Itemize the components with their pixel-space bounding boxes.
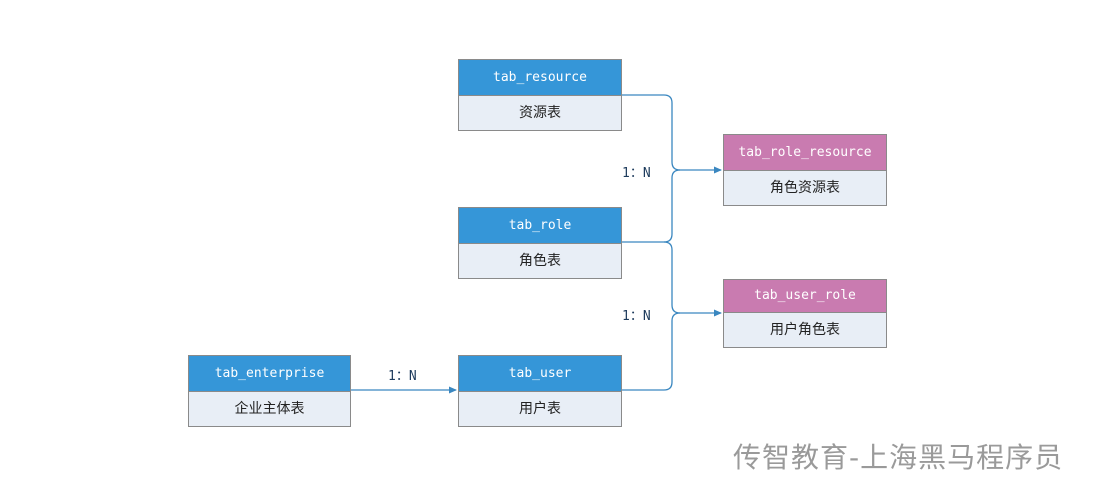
- entity-tab-enterprise-desc: 企业主体表: [234, 401, 305, 417]
- entity-tab-resource[interactable]: tab_resource 资源表: [458, 59, 622, 131]
- relation-label-enterprise-user: 1：N: [388, 369, 417, 384]
- relation-label-user-role: 1：N: [622, 309, 651, 324]
- connector-resource-to-role-resource: [621, 94, 722, 174]
- connector-role-to-user-role: [663, 241, 722, 317]
- entity-tab-enterprise-name: tab_enterprise: [189, 356, 350, 392]
- entity-tab-role-resource-name: tab_role_resource: [724, 135, 886, 171]
- entity-tab-user-role[interactable]: tab_user_role 用户角色表: [723, 279, 887, 348]
- connector-role-to-role-resource: [621, 169, 681, 243]
- entity-tab-user-role-name: tab_user_role: [724, 280, 886, 313]
- entity-tab-user-role-desc: 用户角色表: [770, 322, 840, 338]
- relation-label-role-resource: 1：N: [622, 166, 651, 181]
- entity-tab-resource-desc: 资源表: [519, 105, 561, 121]
- entity-tab-role[interactable]: tab_role 角色表: [458, 207, 622, 279]
- entity-tab-enterprise[interactable]: tab_enterprise 企业主体表: [188, 355, 351, 427]
- connector-user-to-user-role: [621, 312, 681, 391]
- entity-tab-resource-name: tab_resource: [459, 60, 621, 96]
- watermark-text: 传智教育-上海黑马程序员: [733, 441, 1064, 474]
- entity-tab-user-name: tab_user: [459, 356, 621, 392]
- entity-tab-role-resource[interactable]: tab_role_resource 角色资源表: [723, 134, 887, 206]
- entity-tab-user[interactable]: tab_user 用户表: [458, 355, 622, 427]
- entity-tab-role-resource-desc: 角色资源表: [770, 180, 840, 196]
- entity-tab-role-name: tab_role: [459, 208, 621, 244]
- entity-tab-role-desc: 角色表: [519, 253, 561, 269]
- entity-tab-user-desc: 用户表: [519, 401, 561, 417]
